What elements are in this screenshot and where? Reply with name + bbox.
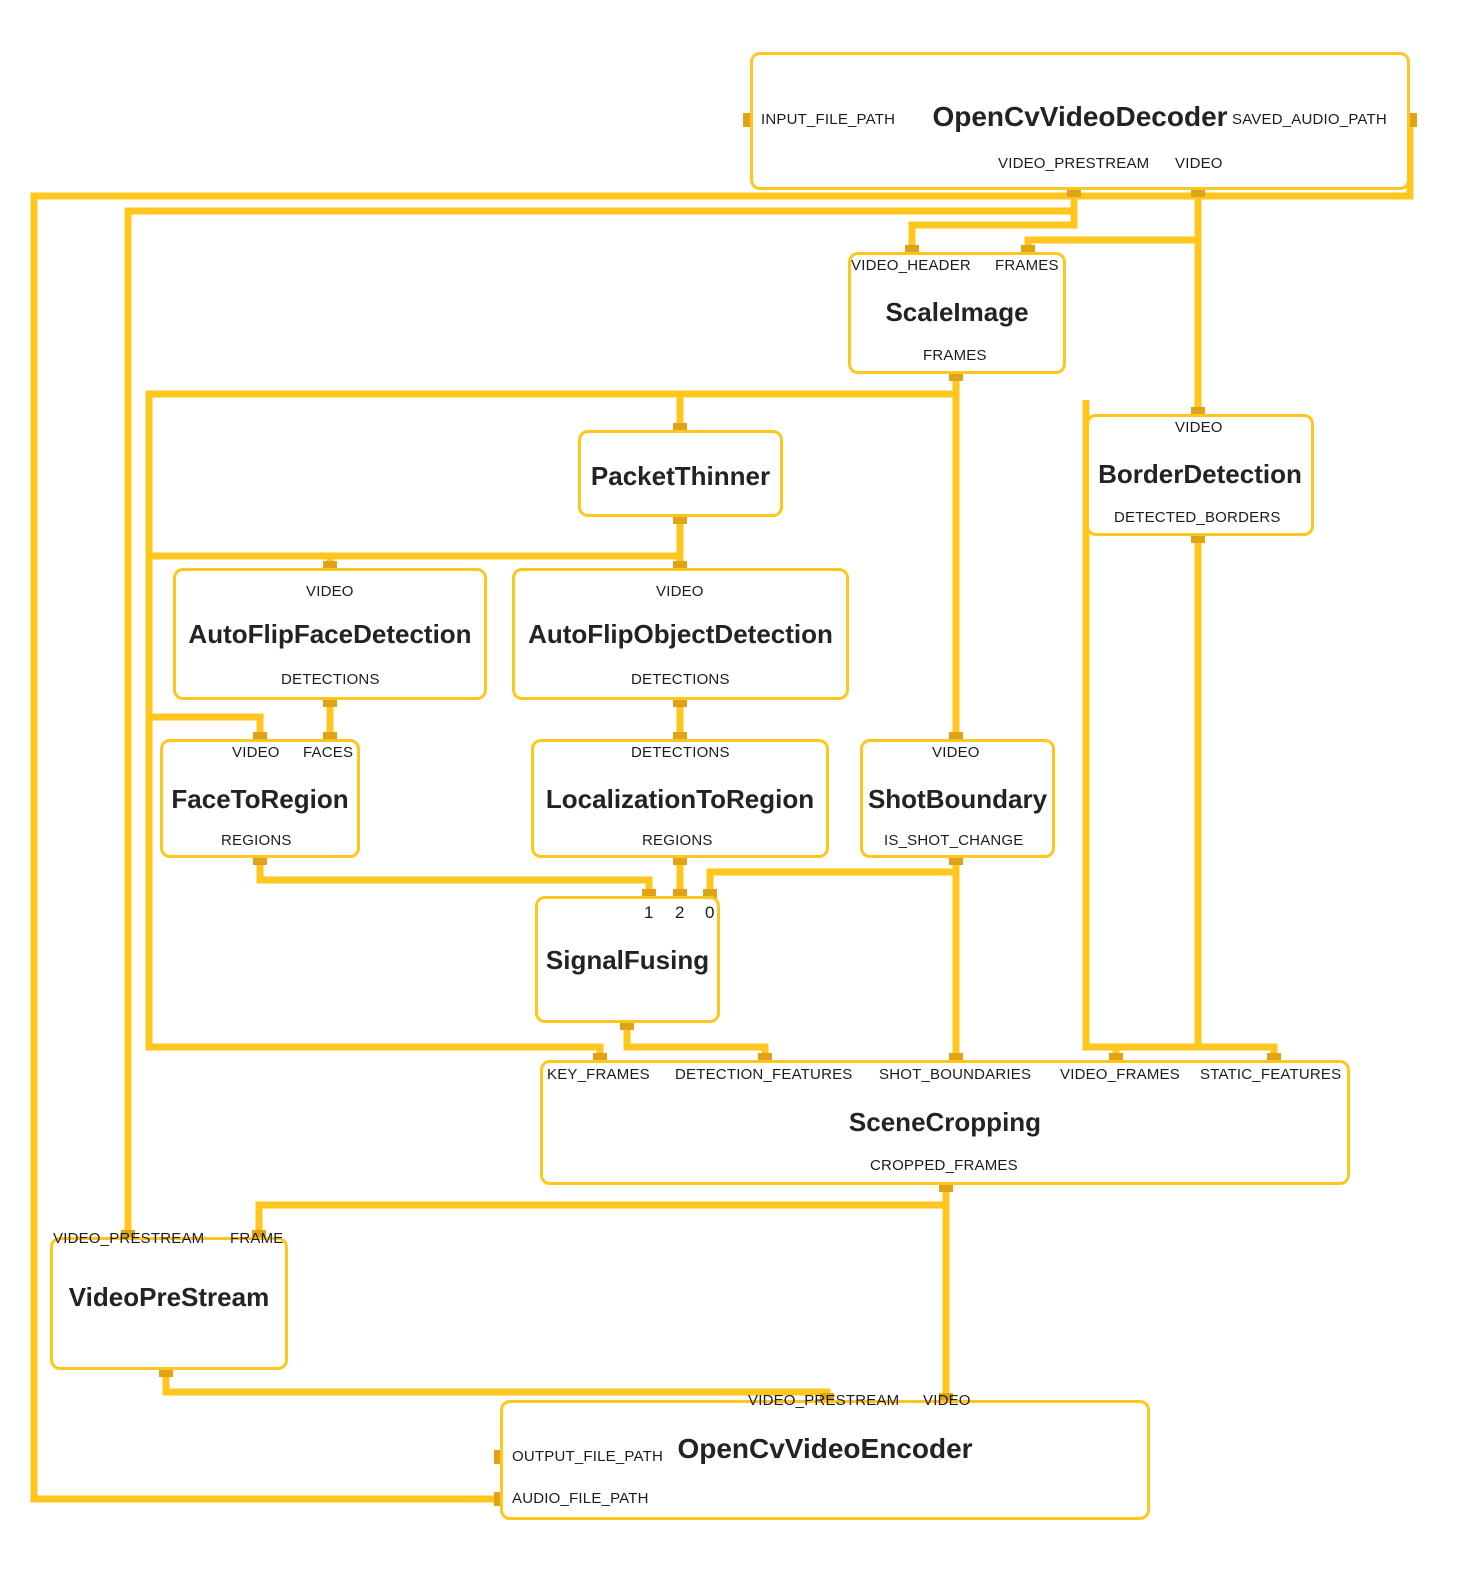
label-borderdetection-video: VIDEO <box>1175 419 1223 436</box>
label-facedetection-detections: DETECTIONS <box>281 671 380 688</box>
label-scaleimage-frames-out: FRAMES <box>923 347 987 364</box>
label-shotboundary-is-shot-change: IS_SHOT_CHANGE <box>884 832 1024 849</box>
wire-scaleimage-to-packetthinner <box>676 374 960 430</box>
wire-facetoregion-to-fusing1 <box>256 858 653 896</box>
label-videoprestream-video-prestream: VIDEO_PRESTREAM <box>53 1230 205 1247</box>
label-scaleimage-frames-in: FRAMES <box>995 257 1059 274</box>
node-localization-to-region[interactable]: LocalizationToRegion <box>531 739 829 858</box>
label-facetoregion-faces: FACES <box>303 744 354 761</box>
node-title-border-detection: BorderDetection <box>1098 459 1302 489</box>
label-objectdetection-detections: DETECTIONS <box>631 671 730 688</box>
node-title-localization-to-region: LocalizationToRegion <box>545 784 815 814</box>
label-videoprestream-frame: FRAME <box>230 1230 284 1247</box>
node-packet-thinner[interactable]: PacketThinner <box>578 430 783 517</box>
node-scene-cropping[interactable]: SceneCropping <box>540 1060 1350 1185</box>
node-border-detection[interactable]: BorderDetection <box>1086 414 1314 536</box>
node-scale-image[interactable]: ScaleImage <box>848 252 1066 374</box>
node-title-video-prestream: VideoPreStream <box>68 1282 270 1312</box>
node-title-opencv-video-encoder: OpenCvVideoEncoder <box>677 1433 973 1464</box>
wire-prestream-to-videoprestream <box>124 190 1078 1237</box>
label-decoder-input-file-path: INPUT_FILE_PATH <box>761 111 896 128</box>
node-opencv-video-decoder[interactable]: OpenCvVideoDecoder <box>750 52 1410 190</box>
label-facedetection-video: VIDEO <box>306 583 354 600</box>
wire-video-to-scenecropping-videoframes <box>1112 190 1202 1060</box>
label-scenecropping-static-features: STATIC_FEATURES <box>1200 1066 1342 1083</box>
wire-border-left-bus <box>1082 400 1116 1051</box>
label-borderdetection-detected-borders: DETECTED_BORDERS <box>1114 509 1281 526</box>
node-autoflip-object-detection[interactable]: AutoFlipObjectDetection <box>512 568 849 700</box>
node-opencv-video-encoder[interactable]: OpenCvVideoEncoder <box>500 1400 1150 1520</box>
label-signalfusing-1: 1 <box>644 903 654 922</box>
node-signal-fusing[interactable]: SignalFusing <box>535 896 720 1023</box>
node-title-autoflip-object-detection: AutoFlipObjectDetection <box>528 619 833 649</box>
node-title-autoflip-face-detection: AutoFlipFaceDetection <box>188 619 472 649</box>
label-scenecropping-cropped-frames: CROPPED_FRAMES <box>870 1157 1018 1174</box>
wire-videoprestream-to-encoder-prestream <box>162 1370 831 1400</box>
label-encoder-video: VIDEO <box>923 1392 971 1409</box>
label-localizationtoregion-regions: REGIONS <box>642 832 713 849</box>
wire-croppedframes-to-prestream-frame <box>255 1185 950 1237</box>
label-facetoregion-regions: REGIONS <box>221 832 292 849</box>
node-shot-boundary[interactable]: ShotBoundary <box>860 739 1055 858</box>
node-title-scene-cropping: SceneCropping <box>848 1107 1042 1137</box>
node-face-to-region[interactable]: FaceToRegion <box>160 739 360 858</box>
node-title-scale-image: ScaleImage <box>885 297 1029 327</box>
node-video-prestream[interactable]: VideoPreStream <box>50 1237 288 1370</box>
label-encoder-audio-file-path: AUDIO_FILE_PATH <box>512 1490 649 1507</box>
node-title-opencv-video-decoder: OpenCvVideoDecoder <box>932 101 1228 132</box>
node-title-shot-boundary: ShotBoundary <box>867 784 1048 814</box>
label-scenecropping-key-frames: KEY_FRAMES <box>547 1066 650 1083</box>
label-scenecropping-detection-features: DETECTION_FEATURES <box>675 1066 853 1083</box>
wire-border-to-staticfeatures <box>1194 536 1278 1060</box>
wire-prestream-to-scaleimage-videoheader <box>908 211 1078 252</box>
label-shotboundary-video: VIDEO <box>932 744 980 761</box>
label-signalfusing-2: 2 <box>675 903 685 922</box>
wire-saved-audio-to-encoder <box>30 120 1414 1503</box>
label-encoder-video-prestream: VIDEO_PRESTREAM <box>748 1392 900 1409</box>
node-title-face-to-region: FaceToRegion <box>171 784 349 814</box>
label-scenecropping-video-frames: VIDEO_FRAMES <box>1060 1066 1180 1083</box>
label-decoder-video-prestream: VIDEO_PRESTREAM <box>998 155 1150 172</box>
node-title-packet-thinner: PacketThinner <box>590 461 771 491</box>
label-facetoregion-video: VIDEO <box>232 744 280 761</box>
wire-shotboundary-to-fusing0 <box>706 858 960 896</box>
label-scaleimage-video-header: VIDEO_HEADER <box>851 257 971 274</box>
label-decoder-video: VIDEO <box>1175 155 1223 172</box>
node-title-signal-fusing: SignalFusing <box>545 945 710 975</box>
label-signalfusing-0: 0 <box>705 903 715 922</box>
label-objectdetection-video: VIDEO <box>656 583 704 600</box>
label-localizationtoregion-detections: DETECTIONS <box>631 744 730 761</box>
label-scenecropping-shot-boundaries: SHOT_BOUNDARIES <box>879 1066 1032 1083</box>
wire-fusing-to-detectionfeatures <box>623 1023 769 1060</box>
label-encoder-output-file-path: OUTPUT_FILE_PATH <box>512 1448 664 1465</box>
node-autoflip-face-detection[interactable]: AutoFlipFaceDetection <box>173 568 487 700</box>
label-decoder-saved-audio-path: SAVED_AUDIO_PATH <box>1232 111 1387 128</box>
